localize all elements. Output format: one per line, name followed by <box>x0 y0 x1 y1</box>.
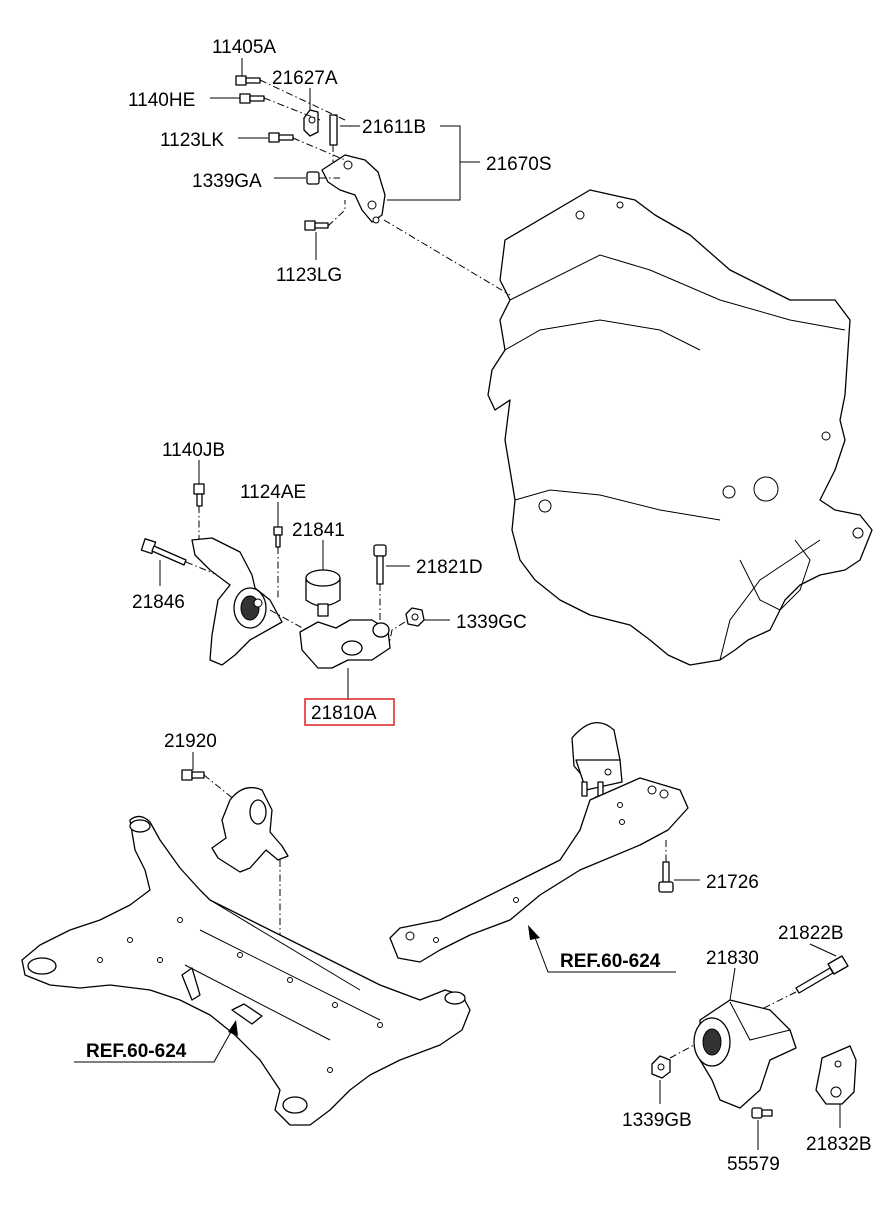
label-1123LG: 1123LG <box>276 265 342 286</box>
bolt-21822B-icon <box>795 955 849 994</box>
label-21846: 21846 <box>132 592 185 613</box>
label-21841: 21841 <box>292 520 345 541</box>
label-21726: 21726 <box>706 872 759 893</box>
label-21832B: 21832B <box>806 1134 872 1155</box>
bottom-right-mount-group <box>651 955 857 1119</box>
subframe-group <box>21 769 471 1126</box>
nut-1339GB-icon <box>651 1055 671 1079</box>
label-21822B: 21822B <box>778 923 844 944</box>
clip-21627A-icon <box>303 109 319 137</box>
label-21821D: 21821D <box>416 557 483 578</box>
ref-label-left: REF.60-624 <box>86 1041 187 1062</box>
bolt-11405A-icon <box>235 75 261 86</box>
label-21830: 21830 <box>706 948 759 969</box>
label-21670S: 21670S <box>486 154 552 175</box>
part-labels: 11405A 21627A 1140HE 21611B 1123LK 21670… <box>86 37 872 1175</box>
engine-block <box>487 189 873 666</box>
nut-1339GA-icon <box>306 171 320 185</box>
ref-label-right: REF.60-624 <box>560 951 661 972</box>
bolt-21920-icon <box>181 769 205 781</box>
bolt-1140HE-icon <box>239 93 265 104</box>
label-11405A: 11405A <box>212 37 276 58</box>
mount-bracket-21920-icon <box>211 786 289 873</box>
label-55579: 55579 <box>727 1154 780 1175</box>
bolt-21846-icon <box>140 538 187 566</box>
nut-1339GC-icon <box>405 607 425 627</box>
bolt-1124AE-icon <box>273 526 283 548</box>
label-1123LK: 1123LK <box>160 130 224 151</box>
right-mount-group <box>389 722 689 973</box>
mount-insulator-upper-icon <box>571 722 623 797</box>
label-21611B: 21611B <box>362 117 426 138</box>
label-21810A: 21810A <box>311 703 377 724</box>
bolt-55579-icon <box>751 1107 773 1119</box>
bracket-21832B-icon <box>815 1045 857 1105</box>
insulator-21841-icon <box>305 569 341 617</box>
mount-group-21810A <box>140 483 425 726</box>
leader-lines <box>159 58 841 1150</box>
bolt-21726-icon <box>658 861 674 893</box>
label-1140HE: 1140HE <box>128 90 195 111</box>
label-1140JB: 1140JB <box>162 440 225 461</box>
label-1339GB: 1339GB <box>622 1110 692 1131</box>
crossmember-bar-icon <box>389 777 689 963</box>
highlight-box-21810A <box>304 698 395 726</box>
bracket-21810A-icon <box>299 619 391 669</box>
top-bracket-group <box>235 75 511 296</box>
subframe-icon <box>21 815 471 1126</box>
stud-21611B-icon <box>329 114 338 146</box>
mount-bracket-icon <box>191 537 283 666</box>
bolt-1123LK-icon <box>268 132 294 143</box>
bracket-21670S-icon <box>321 154 386 224</box>
label-21920: 21920 <box>164 731 217 752</box>
label-21627A: 21627A <box>272 68 338 89</box>
bolt-1123LG-icon <box>304 220 329 231</box>
label-1339GC: 1339GC <box>456 612 527 633</box>
label-1124AE: 1124AE <box>240 482 306 503</box>
bolt-21821D-icon <box>373 544 387 585</box>
label-1339GA: 1339GA <box>192 171 262 192</box>
bolt-1140JB-icon <box>193 483 205 507</box>
mount-21830-icon <box>693 999 797 1109</box>
